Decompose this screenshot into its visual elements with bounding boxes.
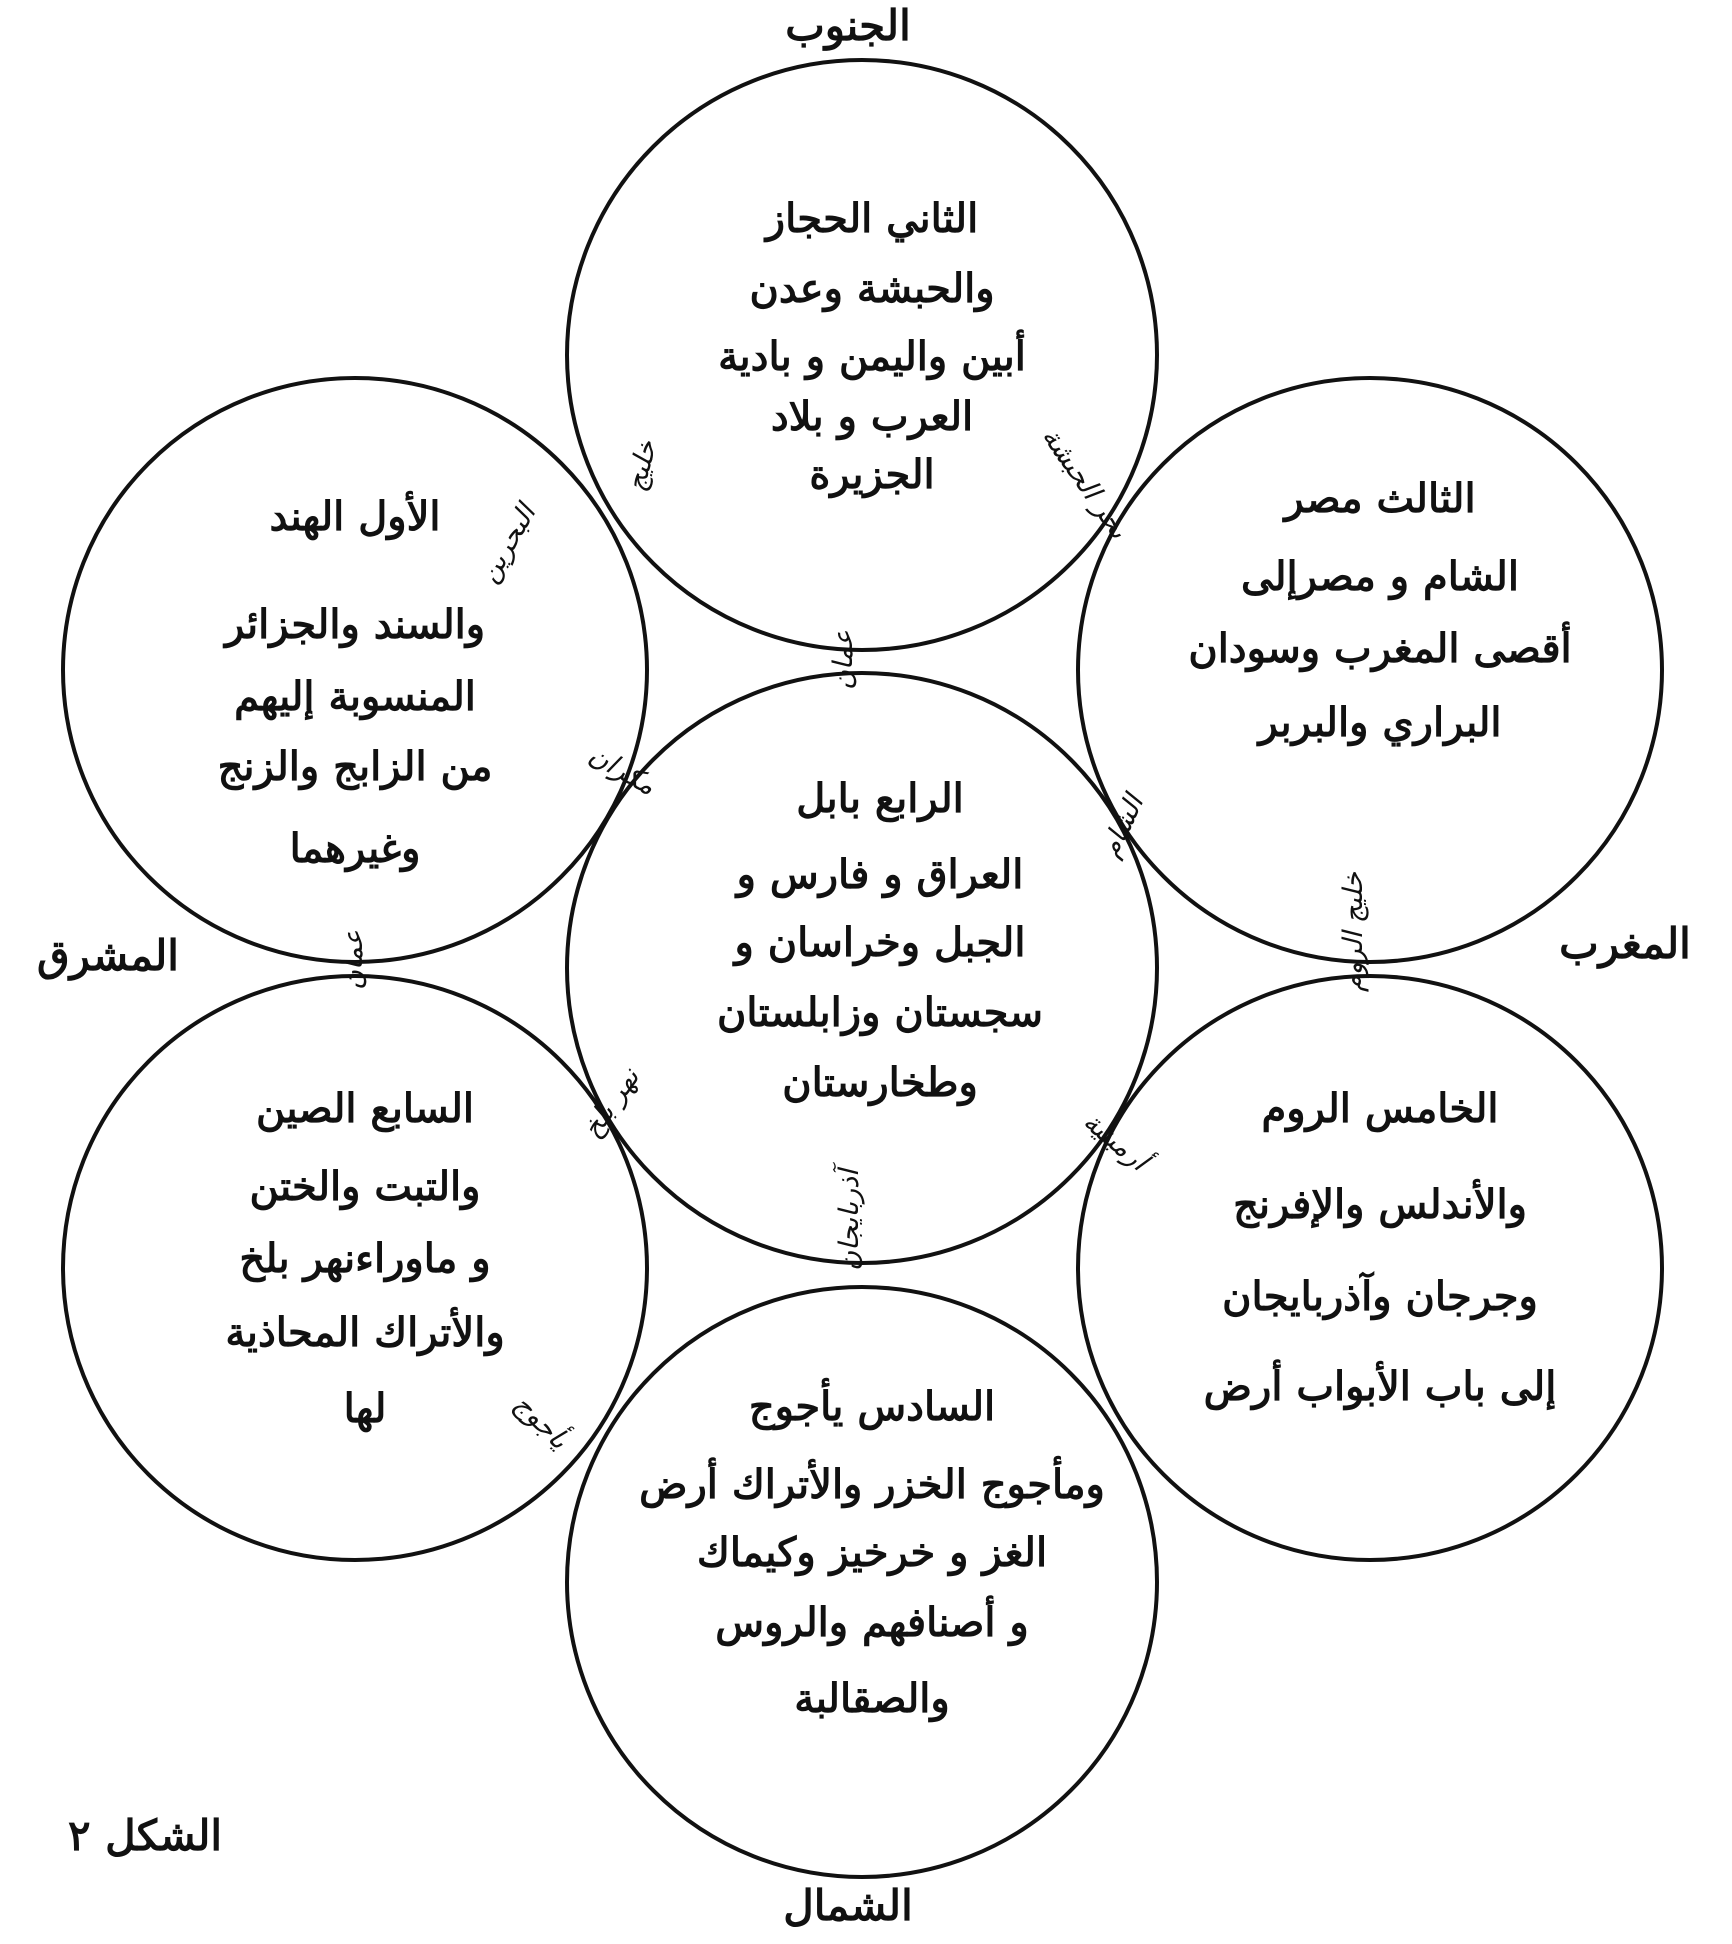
region-line: والحبشة وعدن <box>749 265 994 313</box>
region-line: الثالث مصر <box>1281 475 1475 523</box>
region-line: البراري والبربر <box>1255 699 1501 747</box>
region-line: العراق و فارس و <box>734 851 1024 899</box>
boundary-label: مكران <box>583 739 661 802</box>
boundary-label: بحر الحبشة <box>1035 422 1134 545</box>
region-first: الأول الهند والسند والجزائر المنسوبة إلي… <box>218 490 493 873</box>
circle-first-clime <box>61 376 649 964</box>
direction-east: المشرق <box>37 931 179 981</box>
boundary-label: آذربايجان <box>832 1162 865 1271</box>
circle-seventh-clime <box>61 974 649 1562</box>
region-line: لها <box>344 1385 387 1433</box>
boundary-label: البحرين <box>473 496 544 588</box>
direction-west: المغرب <box>1559 919 1691 969</box>
region-line: والأتراك المحاذية <box>225 1306 504 1357</box>
region-line: أقصى المغرب وسودان <box>1188 620 1571 673</box>
region-line: الثاني الحجاز <box>763 195 978 243</box>
boundary-label: عمان <box>338 930 369 990</box>
circle-third-clime <box>1076 376 1664 964</box>
direction-south: الجنوب <box>785 1 911 51</box>
figure-caption: الشكل ٢ <box>68 1811 222 1860</box>
boundary-label: خليج <box>620 437 663 495</box>
region-line: وجرجان وآذربايجان <box>1222 1270 1538 1321</box>
region-line: والسند والجزائر <box>222 601 485 649</box>
region-line: الرابع بابل <box>796 775 964 823</box>
region-line: السابع الصين <box>256 1085 474 1133</box>
region-line: سجستان وزابلستان <box>717 989 1043 1037</box>
region-line: إلى باب الأبواب أرض <box>1204 1358 1557 1411</box>
region-line: الخامس الروم <box>1261 1085 1498 1133</box>
region-seventh: السابع الصين والتبت والختن و ماوراءنهر ب… <box>225 1085 504 1433</box>
circle-fourth-clime <box>565 671 1159 1265</box>
region-line: الجزيرة <box>809 451 934 499</box>
direction-north: الشمال <box>783 1881 913 1930</box>
region-fifth: الخامس الروم والأندلس والإفرنج وجرجان وآ… <box>1204 1085 1557 1411</box>
region-sixth: السادس يأجوج ومأجوج الخزر والأتراك أرض ا… <box>639 1377 1105 1723</box>
circle-fifth-clime <box>1076 974 1664 1562</box>
boundary-label: خليج الروم <box>1338 872 1369 992</box>
boundary-label: عمان <box>828 630 859 690</box>
region-line: والصقالبة <box>794 1675 949 1723</box>
region-line: الأول الهند <box>269 490 440 541</box>
region-line: وطخارستان <box>782 1059 978 1107</box>
region-line: الجبل وخراسان و <box>732 919 1026 967</box>
region-line: السادس يأجوج <box>749 1377 995 1431</box>
region-line: الشام و مصرإلى <box>1241 553 1519 601</box>
region-line: والأندلس والإفرنج <box>1233 1178 1527 1229</box>
region-line: ومأجوج الخزر والأتراك أرض <box>639 1455 1105 1509</box>
boundary-label: يأجوج <box>507 1386 577 1456</box>
region-second: الثاني الحجاز والحبشة وعدن أبين واليمن و… <box>718 195 1026 499</box>
circle-second-clime <box>565 58 1159 652</box>
region-line: والتبت والختن <box>250 1163 481 1211</box>
region-fourth: الرابع بابل العراق و فارس و الجبل وخراسا… <box>717 775 1043 1107</box>
region-line: الغز و خرخيز وكيماك <box>697 1529 1047 1577</box>
region-third: الثالث مصر الشام و مصرإلى أقصى المغرب وس… <box>1188 475 1571 747</box>
region-line: و أصنافهم والروس <box>715 1594 1029 1647</box>
region-line: المنسوبة إليهم <box>234 673 476 721</box>
region-line: من الزابج والزنج <box>218 743 493 791</box>
region-line: و ماوراءنهر بلخ <box>239 1235 490 1283</box>
region-line: وغيرهما <box>290 825 421 873</box>
region-line: العرب و بلاد <box>771 393 973 441</box>
region-line: أبين واليمن و بادية <box>718 328 1026 381</box>
circle-sixth-clime <box>565 1285 1159 1879</box>
